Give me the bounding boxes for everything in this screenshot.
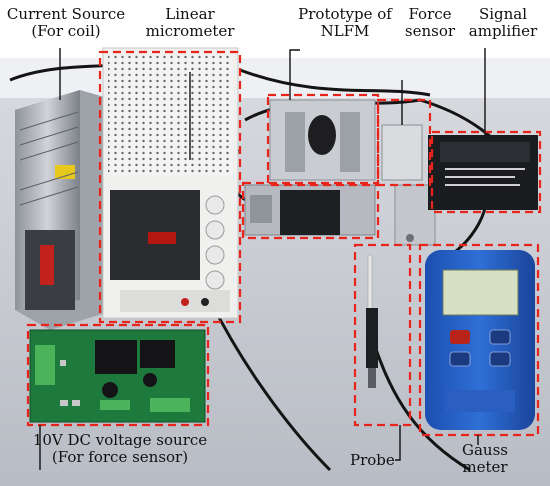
- label-dc-source-line2: (For force sensor): [51, 448, 189, 466]
- label-current-source-line2: (For coil): [31, 22, 101, 40]
- box-prototype-base: [241, 181, 380, 240]
- label-prototype: Prototype of NLFM: [290, 6, 400, 40]
- probe-unit: [366, 254, 378, 388]
- box-probe: [353, 243, 412, 427]
- label-linear-micrometer-line1: Linear: [165, 5, 215, 23]
- label-probe: Probe: [350, 451, 395, 469]
- box-gauss-meter: [418, 243, 540, 437]
- current-source-unit: [102, 47, 239, 319]
- label-signal-amplifier-line1: Signal: [478, 5, 528, 23]
- box-dc-source: [26, 323, 210, 427]
- gauss-meter-unit: [425, 250, 535, 430]
- label-dc-source-line1: 10V DC voltage source: [32, 431, 208, 449]
- label-signal-amplifier: Signal amplifier: [458, 6, 548, 40]
- label-linear-micrometer: Linear micrometer: [140, 6, 240, 40]
- box-linear-micrometer: [98, 50, 242, 324]
- box-force-sensor: [376, 98, 432, 187]
- label-prototype-line1: Prototype of: [298, 5, 392, 23]
- signal-amplifier-unit: [428, 135, 538, 210]
- wall: [0, 58, 550, 98]
- label-gauss-meter-line2: meter: [462, 458, 508, 476]
- box-signal-amplifier: [430, 130, 542, 214]
- label-dc-source: 10V DC voltage source (For force sensor): [20, 432, 220, 466]
- label-force-sensor-line1: Force: [408, 5, 452, 23]
- box-prototype: [266, 93, 380, 187]
- switching-power-supply: [15, 90, 115, 330]
- prototype-assembly: [244, 99, 376, 236]
- label-prototype-line2: NLFM: [320, 22, 370, 40]
- label-force-sensor: Force sensor: [400, 6, 460, 40]
- label-current-source: Current Source (For coil): [6, 6, 126, 40]
- label-linear-micrometer-line2: micrometer: [145, 22, 235, 40]
- dc-voltage-board: [29, 329, 206, 423]
- leader-lines: [39, 48, 486, 470]
- label-signal-amplifier-line2: amplifier: [468, 22, 538, 40]
- force-sensor-unit: [381, 124, 436, 246]
- callout-boxes: [26, 50, 542, 437]
- label-force-sensor-line2: sensor: [404, 22, 456, 40]
- label-gauss-meter: Gauss meter: [455, 442, 515, 476]
- label-current-source-line1: Current Source: [6, 5, 126, 23]
- label-gauss-meter-line1: Gauss: [462, 441, 508, 459]
